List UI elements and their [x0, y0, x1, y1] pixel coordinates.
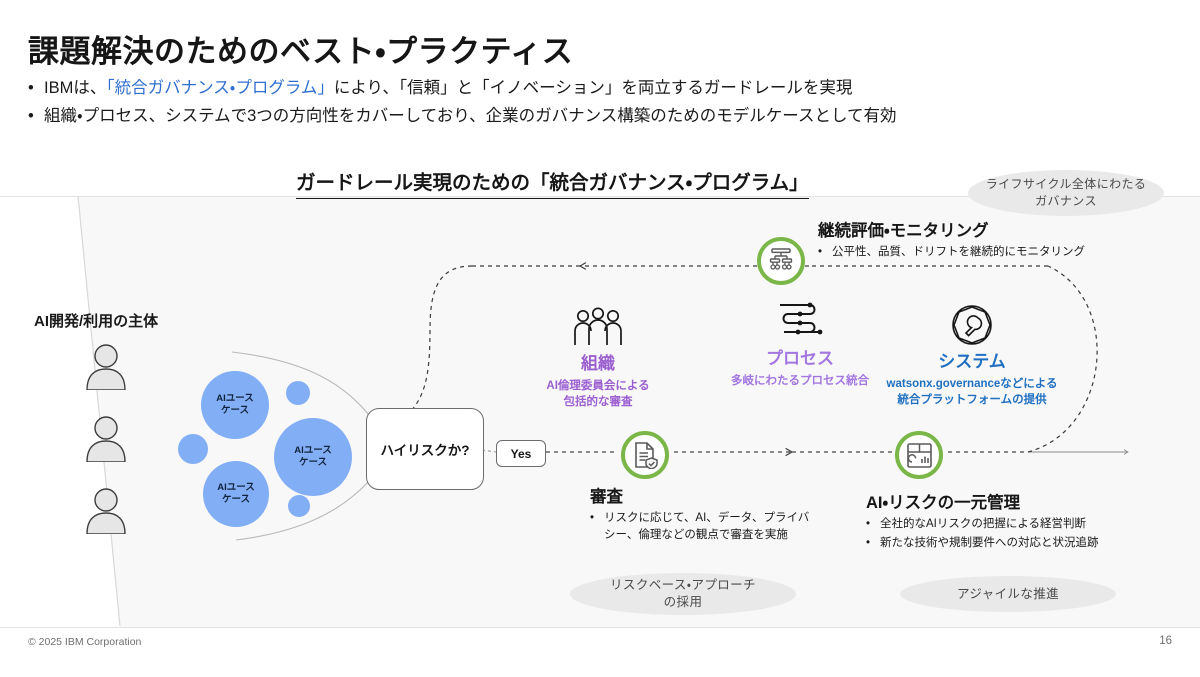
node-bullet-marker: • [818, 246, 823, 258]
node-bullet-marker: • [866, 518, 871, 530]
subject-label: AI開発/利用の主体 [34, 313, 159, 330]
person-icon [86, 488, 126, 534]
pillar-title: プロセス [766, 349, 834, 368]
bullet-item-1: • IBMは、「統合ガバナンス・プログラム」により、「信頼」と「イノベーション」… [28, 76, 1178, 101]
person-icon [86, 416, 126, 462]
node-bullet-text: 公平性、品質、ドリフトを継続的にモニタリング [832, 246, 1085, 258]
pillar-title: 組織 [581, 354, 615, 373]
pillar-description: 多岐にわたるプロセス統合 [731, 375, 869, 387]
bullet-1-seg-1: IBMは、 [44, 79, 107, 97]
bullet-1-seg-3: により、「信頼」と「イノベーション」を両立するガードレールを実現 [333, 79, 853, 97]
pillar-description: watsonx.governanceなどによる 統合プラットフォームの提供 [886, 378, 1058, 406]
wrench-badge-icon [857, 303, 1087, 347]
ai-usecase-bubble: AIユース ケース [203, 461, 269, 527]
bullet-marker: • [28, 79, 34, 97]
pillar-organization: 組織 AI倫理委員会による 包括的な審査 [483, 305, 713, 410]
node-bullet: • 全社的なAIリスクの把握による経営判断 [866, 516, 1099, 533]
node-bullet-marker: • [590, 512, 595, 524]
bullet-1-text: IBMは、「統合ガバナンス・プログラム」により、「信頼」と「イノベーション」を両… [44, 76, 852, 101]
node-bullet-marker: • [866, 537, 871, 549]
diagram-heading: ガードレール実現のための「統合ガバナンス・プログラム」 [296, 166, 809, 199]
bullet-item-2: • 組織・プロセス、システムで3つの方向性をカバーしており、企業のガバナンス構築… [28, 104, 1178, 129]
document-check-icon [635, 442, 658, 469]
footer-page-number: 16 [1159, 635, 1172, 647]
dashboard-chart-icon [906, 442, 932, 468]
pillar-system: システム watsonx.governanceなどによる 統合プラットフォームの… [857, 303, 1087, 408]
ai-usecase-bubble-small [288, 495, 310, 517]
footer-copyright: © 2025 IBM Corporation [28, 636, 142, 648]
tag-risk-based-approach: リスクベース・アプローチ の採用 [570, 573, 796, 615]
decision-node-high-risk[interactable]: ハイリスクか? [366, 408, 484, 490]
node-bullet: • リスクに応じて、AI、データ、プライバ シー、倫理などの観点で審査を実施 [590, 510, 809, 544]
bullet-2-text: 組織・プロセス、システムで3つの方向性をカバーしており、企業のガバナンス構築のた… [44, 107, 897, 125]
pillar-process: プロセス 多岐にわたるプロセス統合 [685, 300, 915, 389]
node-bullet-text: 新たな技術や規制要件への対応と状況追跡 [880, 537, 1099, 549]
node-bullet: • 新たな技術や規制要件への対応と状況追跡 [866, 535, 1099, 552]
node-block-review: 審査 • リスクに応じて、AI、データ、プライバ シー、倫理などの観点で審査を実… [590, 486, 809, 544]
bullet-1-seg-2-highlight: 「統合ガバナンス・プログラム」 [106, 79, 334, 97]
pillar-description: AI倫理委員会による 包括的な審査 [546, 380, 650, 408]
ai-usecase-bubble-small [178, 434, 208, 464]
decision-branch-yes[interactable]: Yes [496, 440, 546, 467]
ai-usecase-bubble-small [286, 381, 310, 405]
node-icon-monitoring[interactable] [757, 237, 805, 285]
node-title: 審査 [590, 488, 623, 506]
bullet-list: • IBMは、「統合ガバナンス・プログラム」により、「信頼」と「イノベーション」… [28, 76, 1178, 132]
pillar-title: システム [938, 352, 1006, 371]
ai-usecase-bubble: AIユース ケース [274, 418, 352, 496]
tag-lifecycle-governance: ライフサイクル全体にわたる ガバナンス [968, 170, 1164, 216]
node-bullet-text: 全社的なAIリスクの把握による経営判断 [880, 518, 1087, 530]
node-title: 継続評価・モニタリング [818, 222, 989, 240]
diagram-panel [0, 196, 1200, 628]
node-icon-review[interactable] [621, 431, 669, 479]
bullet-marker: • [28, 107, 34, 125]
person-icon [86, 344, 126, 390]
ai-usecase-bubble: AIユース ケース [201, 371, 269, 439]
hierarchy-monitor-icon [769, 248, 793, 270]
people-group-icon [483, 305, 713, 349]
node-title: AI・リスクの一元管理 [866, 494, 1021, 512]
tag-agile-promotion: アジャイルな推進 [900, 576, 1116, 612]
node-icon-risk-management[interactable] [895, 431, 943, 479]
node-block-risk-management: AI・リスクの一元管理 • 全社的なAIリスクの把握による経営判断 • 新たな技… [866, 492, 1099, 552]
process-flow-icon [685, 300, 915, 344]
node-block-monitoring: 継続評価・モニタリング • 公平性、品質、ドリフトを継続的にモニタリング [818, 220, 1085, 261]
node-bullet: • 公平性、品質、ドリフトを継続的にモニタリング [818, 244, 1085, 261]
node-bullet-text: リスクに応じて、AI、データ、プライバ シー、倫理などの観点で審査を実施 [604, 512, 810, 541]
page-title: 課題解決のためのベスト・プラクティス [28, 34, 574, 69]
